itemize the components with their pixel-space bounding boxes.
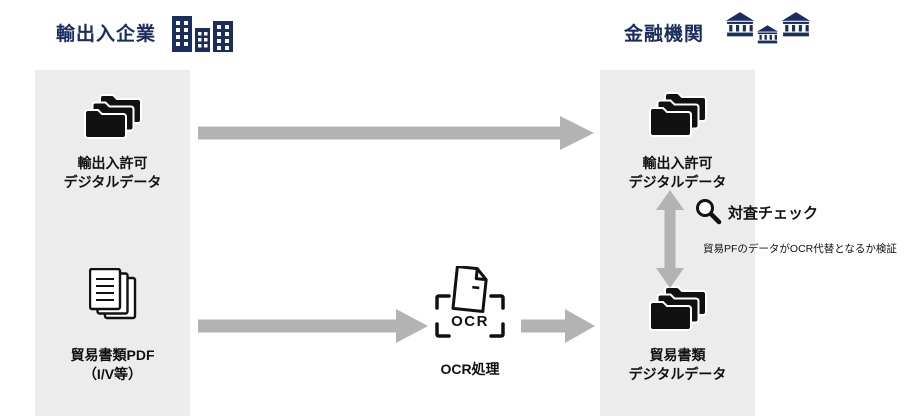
trade-pdf-label: 貿易書類PDF （I/V等） <box>70 347 155 382</box>
permit-data-label: 輸出入許可 デジタルデータ <box>63 155 162 190</box>
ocr-process-block: OCR OCR処理 <box>430 265 510 379</box>
ocr-scan-icon: OCR <box>435 265 505 338</box>
bank-buildings-icon <box>726 12 810 44</box>
bank-panel: 輸出入許可 デジタルデータ 貿易書類 デジタルデータ <box>600 70 755 416</box>
office-buildings-icon <box>172 16 233 52</box>
permit-data-label: 輸出入許可 デジタルデータ <box>628 155 727 190</box>
exporter-importer-title: 輸出入企業 <box>56 24 157 45</box>
financial-institution-title: 金融機関 <box>624 24 705 45</box>
exporter-panel: 輸出入許可 デジタルデータ 貿易書類PDF （I/V等） <box>35 70 190 416</box>
ocr-caption: OCR処理 <box>440 361 500 377</box>
magnifier-icon <box>696 199 722 225</box>
folder-stack-icon <box>600 90 755 138</box>
trade-data-label: 貿易書類 デジタルデータ <box>628 347 727 382</box>
arrow-vertical-compare <box>656 190 684 288</box>
arrow-right-permit-flow <box>198 116 594 150</box>
arrow-right-pdf-to-ocr <box>198 309 428 343</box>
document-stack-icon <box>35 268 190 320</box>
folder-stack-icon <box>35 92 190 140</box>
arrow-right-ocr-to-data <box>521 309 595 343</box>
compare-check-note: 貿易PFのデータがOCR代替となるか検証 <box>703 243 897 255</box>
ocr-icon-text: OCR <box>451 313 489 330</box>
folder-stack-icon <box>600 284 755 332</box>
compare-check-title: 対査チェック <box>728 205 819 222</box>
